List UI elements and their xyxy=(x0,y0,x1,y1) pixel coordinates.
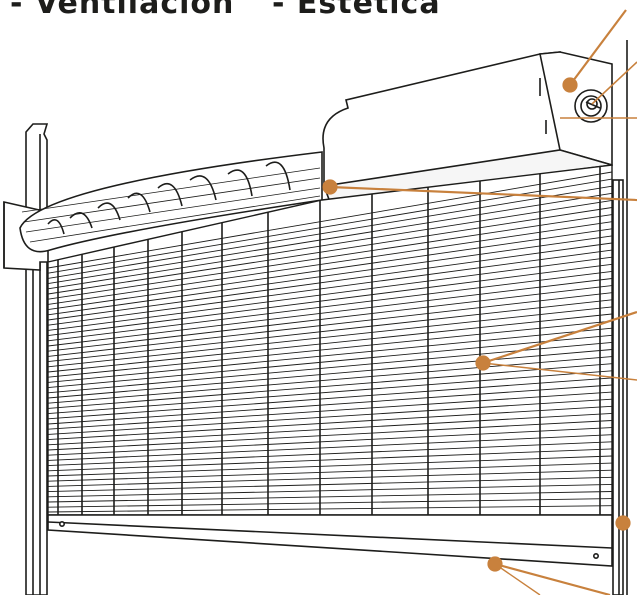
grille-slat xyxy=(47,391,613,430)
grille-slat xyxy=(47,349,613,399)
grille-slat xyxy=(47,441,613,467)
grille-slat xyxy=(47,228,613,311)
callout-dot-endcap xyxy=(562,77,578,93)
grille-slat xyxy=(47,199,613,290)
grille-slat xyxy=(47,278,613,347)
grille-slat xyxy=(47,412,613,446)
grille-slat xyxy=(47,427,613,456)
grille-slat xyxy=(47,171,613,269)
grille-slat xyxy=(47,334,613,389)
axle-motor xyxy=(574,89,608,123)
grille-slat xyxy=(47,306,613,368)
feature-headings: - Ventilación - Estética xyxy=(0,0,637,26)
grille-slat xyxy=(47,455,613,477)
grille-slat xyxy=(47,249,613,326)
grille-slat xyxy=(47,235,613,316)
feature-estetica: - Estética xyxy=(272,0,441,21)
grille-slat xyxy=(47,476,613,493)
grille-slat xyxy=(47,491,613,503)
grille-slat xyxy=(47,270,613,342)
callout-dot-bottombar xyxy=(487,556,503,572)
grille-slat xyxy=(47,185,613,279)
grille-slat xyxy=(47,320,613,378)
grille-slat xyxy=(47,505,613,513)
callout-dot-curtain xyxy=(475,355,491,371)
grille-slat xyxy=(47,377,613,420)
grille-slat xyxy=(47,498,613,508)
rolled-curtain xyxy=(19,151,323,253)
grille-slat xyxy=(47,420,613,451)
grille-slat xyxy=(47,469,613,487)
grille-slat xyxy=(47,398,613,435)
grille-slat xyxy=(47,483,613,498)
grille-slat xyxy=(47,285,613,352)
grille-slat xyxy=(47,242,613,321)
grille-slat xyxy=(47,384,613,425)
left-guide-post xyxy=(25,123,49,595)
grille-slat xyxy=(47,221,613,305)
grille-slat xyxy=(47,434,613,461)
grille-slat xyxy=(47,263,613,337)
grille-slat xyxy=(47,313,613,373)
callout-dot-post xyxy=(615,515,631,531)
grille-slat xyxy=(47,292,613,357)
grille-slat xyxy=(47,448,613,472)
grille-slat xyxy=(47,370,613,415)
grille-slat xyxy=(47,256,613,331)
grille-slat xyxy=(47,356,613,404)
callouts xyxy=(322,9,637,595)
callout-dot-hood xyxy=(322,179,338,195)
bottom-bar xyxy=(47,514,613,567)
grille-slat xyxy=(47,462,613,482)
grille-slat xyxy=(47,363,613,409)
grille-curtain xyxy=(47,164,613,522)
grille-slat xyxy=(47,192,613,285)
feature-ventilacion: - Ventilación xyxy=(10,0,235,21)
grille-slat xyxy=(47,207,613,295)
grille-slat xyxy=(47,405,613,441)
grille-slat xyxy=(47,214,613,300)
grille-slat xyxy=(47,327,613,383)
grille-slat xyxy=(47,299,613,363)
